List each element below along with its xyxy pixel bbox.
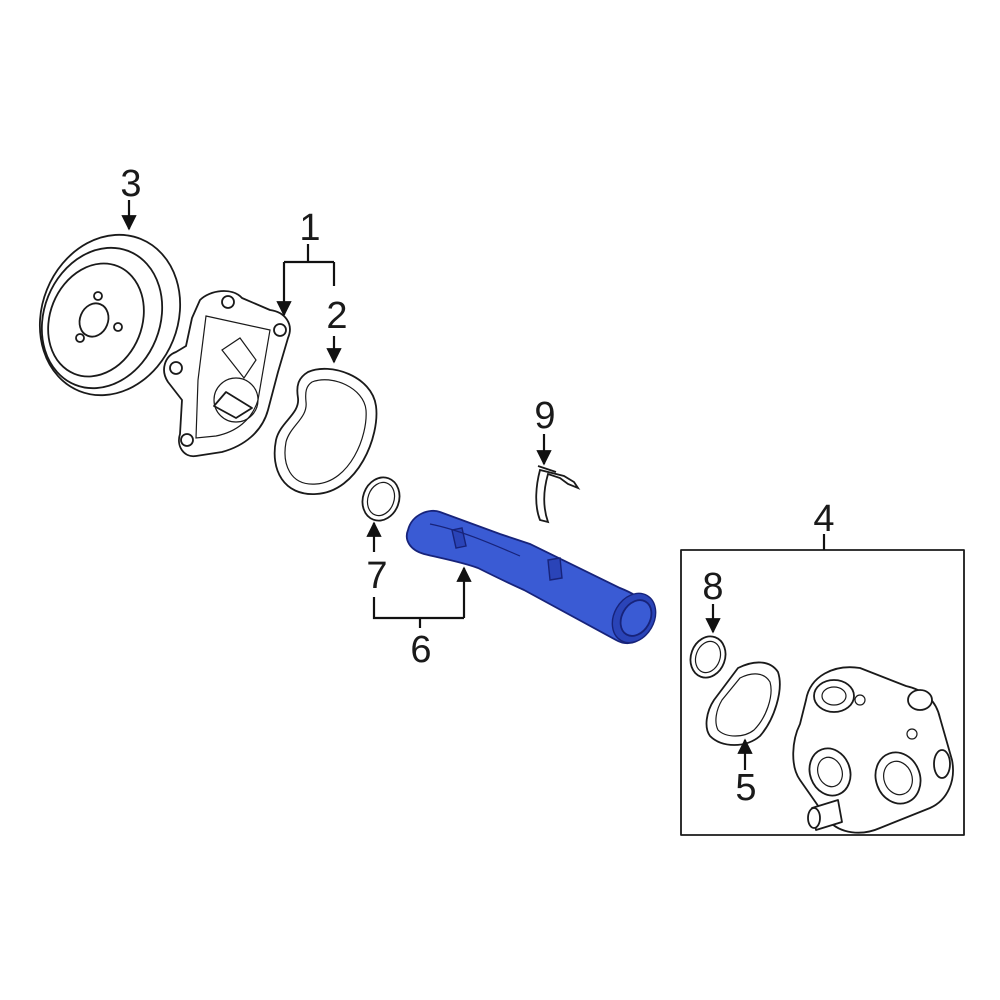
leader-1-bracket [284,244,334,264]
callout-3: 3 [120,163,141,205]
pump-gasket-part-2[interactable] [273,367,378,495]
callout-1: 1 [299,207,320,249]
water-pump-part-1[interactable] [163,290,291,458]
o-ring-part-7[interactable] [357,472,406,526]
coolant-pipe-part-6[interactable] [405,509,665,651]
callout-5: 5 [735,767,756,809]
clip-part-9[interactable] [535,465,581,524]
callout-7: 7 [366,555,387,597]
callout-2: 2 [326,295,347,337]
callout-9: 9 [534,395,555,437]
callout-8: 8 [702,566,723,608]
thermostat-gasket-part-5[interactable] [705,661,781,746]
leader-6-bracket [372,597,464,628]
callout-6: 6 [410,629,431,671]
o-ring-part-8[interactable] [685,631,731,682]
thermostat-housing [792,666,954,834]
callout-4: 4 [813,498,834,540]
pulley-part-3[interactable] [16,213,204,416]
